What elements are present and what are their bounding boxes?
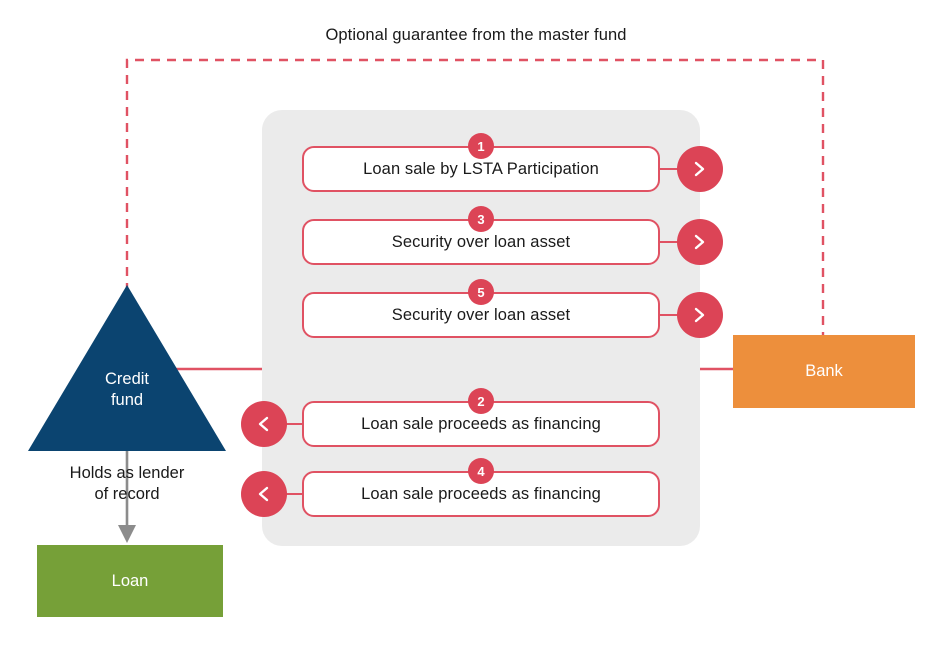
bank-label: Bank bbox=[805, 362, 843, 380]
lender-of-record-caption: Holds as lender of record bbox=[27, 463, 227, 505]
credit-fund-label-line1: Credit bbox=[104, 370, 149, 388]
loan-node[interactable]: Loan bbox=[37, 545, 223, 617]
step-connector-stub bbox=[659, 314, 689, 316]
credit-fund-label-line2: fund bbox=[110, 390, 144, 409]
step-label: Loan sale proceeds as financing bbox=[361, 414, 601, 433]
step-connector-stub bbox=[659, 168, 689, 170]
step-row: Security over loan asset 3 bbox=[0, 206, 952, 265]
step-number-badge: 5 bbox=[468, 279, 494, 305]
step-row: Loan sale by LSTA Participation 1 bbox=[0, 133, 952, 192]
step-number: 2 bbox=[477, 393, 485, 409]
loan-label: Loan bbox=[111, 571, 149, 590]
triangle-shape bbox=[28, 285, 226, 451]
step-connector-stub bbox=[283, 493, 305, 495]
credit-fund-label: Credit fund bbox=[28, 369, 226, 410]
step-label: Security over loan asset bbox=[391, 305, 571, 324]
step-row: Loan sale proceeds as financing 4 bbox=[0, 458, 952, 517]
step-number-badge: 4 bbox=[468, 458, 494, 484]
lender-caption-line2: of record bbox=[94, 484, 160, 503]
step-label: Loan sale by LSTA Participation bbox=[363, 159, 599, 178]
bank-node[interactable]: Bank bbox=[733, 335, 915, 408]
step-arrow-left-icon[interactable] bbox=[241, 401, 287, 447]
step-arrow-left-icon[interactable] bbox=[241, 471, 287, 517]
step-label: Loan sale proceeds as financing bbox=[361, 484, 601, 503]
guarantee-note-label: Optional guarantee from the master fund bbox=[325, 26, 627, 44]
step-arrow-right-icon[interactable] bbox=[677, 292, 723, 338]
credit-fund-node[interactable]: Credit fund bbox=[28, 285, 226, 451]
step-number-badge: 1 bbox=[468, 133, 494, 159]
step-number-badge: 2 bbox=[468, 388, 494, 414]
step-row: Loan sale proceeds as financing 2 bbox=[0, 388, 952, 447]
step-number: 5 bbox=[477, 284, 485, 300]
step-number: 4 bbox=[477, 463, 485, 479]
step-number: 3 bbox=[477, 211, 485, 227]
lender-caption-line1: Holds as lender bbox=[69, 464, 185, 482]
step-label: Security over loan asset bbox=[391, 232, 571, 251]
step-number: 1 bbox=[477, 138, 485, 154]
step-box[interactable]: Loan sale proceeds as financing bbox=[302, 401, 660, 447]
step-row: Security over loan asset 5 bbox=[0, 279, 952, 338]
step-connector-stub bbox=[659, 241, 689, 243]
step-arrow-right-icon[interactable] bbox=[677, 219, 723, 265]
step-arrow-right-icon[interactable] bbox=[677, 146, 723, 192]
step-number-badge: 3 bbox=[468, 206, 494, 232]
step-connector-stub bbox=[283, 423, 305, 425]
lender-of-record-arrow-head bbox=[118, 525, 136, 543]
